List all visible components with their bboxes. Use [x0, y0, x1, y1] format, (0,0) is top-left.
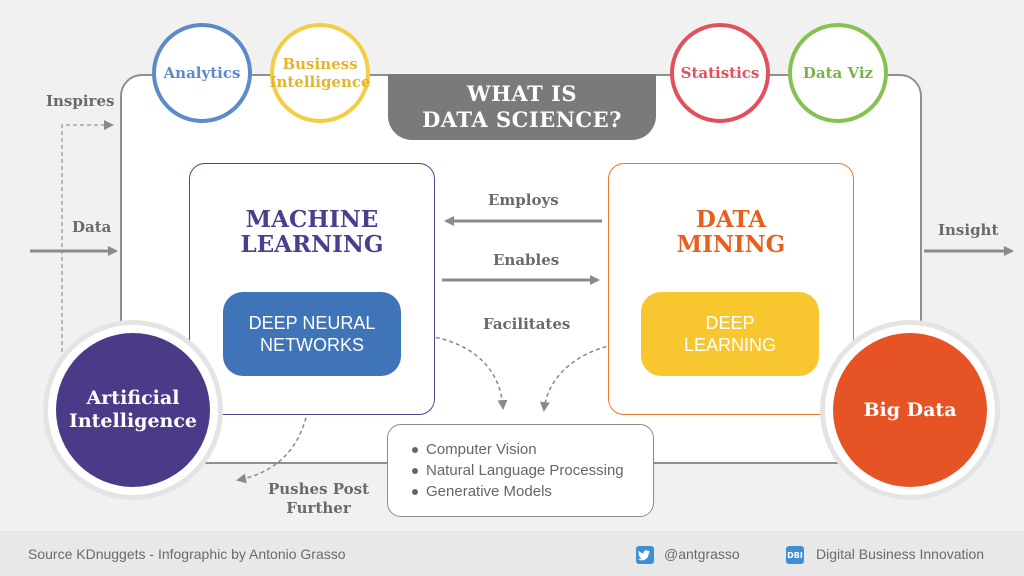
page-title: WHAT IS DATA SCIENCE?	[388, 74, 656, 140]
bi-line-1: Business	[282, 55, 358, 73]
title-line-1: WHAT IS	[467, 81, 577, 106]
ml-title-line-2: LEARNING	[240, 231, 384, 258]
data-viz-circle: Data Viz	[788, 23, 888, 123]
dbi-logo-icon: DBI	[786, 546, 804, 564]
analytics-label: Analytics	[163, 64, 241, 82]
artificial-intelligence-circle: Artificial Intelligence	[56, 333, 210, 487]
data-mining-title: DATA MINING	[608, 207, 854, 257]
analytics-circle: Analytics	[152, 23, 252, 123]
pushes-line-1: Pushes Post	[268, 480, 370, 498]
dl-line-2: LEARNING	[683, 335, 777, 355]
application-label: Natural Language Processing	[426, 462, 624, 479]
ml-title-line-1: MACHINE	[245, 206, 379, 233]
brand-label: Digital Business Innovation	[816, 546, 985, 562]
ai-line-2: Intelligence	[68, 410, 198, 432]
data-viz-label: Data Viz	[802, 64, 874, 82]
statistics-circle: Statistics	[670, 23, 770, 123]
inspires-connector	[61, 120, 114, 352]
list-item: Natural Language Processing	[412, 460, 653, 481]
dm-title-line-1: DATA	[695, 206, 767, 233]
dnn-label: DEEP NEURAL NETWORKS	[249, 312, 376, 356]
insight-label: Insight	[938, 221, 999, 239]
footer-bar	[0, 531, 1024, 576]
facilitates-label: Facilitates	[483, 315, 571, 333]
bullet-icon	[412, 467, 418, 474]
data-mining-box	[608, 163, 854, 415]
dm-title-line-2: MINING	[676, 231, 786, 258]
deep-learning-pill: DEEP LEARNING	[641, 292, 819, 376]
bullet-icon	[412, 446, 418, 453]
application-label: Generative Models	[426, 483, 552, 500]
pushes-line-2: Further	[286, 499, 351, 517]
applications-box: Computer Vision Natural Language Process…	[387, 424, 654, 517]
dl-label: DEEP LEARNING	[684, 312, 776, 356]
statistics-label: Statistics	[680, 64, 760, 82]
application-label: Computer Vision	[426, 441, 537, 458]
twitter-handle-link[interactable]: @antgrasso	[664, 546, 740, 562]
dnn-line-2: NETWORKS	[259, 335, 364, 355]
title-line-2: DATA SCIENCE?	[422, 107, 622, 132]
enables-label: Enables	[493, 251, 560, 269]
bi-line-2: Intelligence	[269, 73, 371, 91]
data-label: Data	[72, 218, 112, 236]
dnn-line-1: DEEP NEURAL	[248, 313, 376, 333]
big-data-circle: Big Data	[833, 333, 987, 487]
ai-line-1: Artificial	[86, 387, 180, 409]
dl-line-1: DEEP	[705, 313, 755, 333]
footer-source: Source KDnuggets - Infographic by Antoni…	[28, 546, 346, 562]
employs-label: Employs	[488, 191, 559, 209]
business-intelligence-circle: Business Intelligence	[269, 23, 371, 123]
list-item: Generative Models	[412, 481, 653, 502]
twitter-bird-icon	[637, 550, 650, 561]
pushes-post-further-label: Pushes Post Further	[268, 480, 369, 518]
list-item: Computer Vision	[412, 439, 653, 460]
machine-learning-title: MACHINE LEARNING	[189, 207, 435, 257]
twitter-icon[interactable]	[636, 546, 654, 564]
big-data-label: Big Data	[863, 398, 957, 421]
deep-neural-networks-pill: DEEP NEURAL NETWORKS	[223, 292, 401, 376]
machine-learning-box	[189, 163, 435, 415]
inspires-label: Inspires	[46, 92, 115, 110]
ai-label: Artificial Intelligence	[69, 387, 197, 433]
business-intelligence-label: Business Intelligence	[269, 55, 370, 91]
bullet-icon	[412, 488, 418, 495]
